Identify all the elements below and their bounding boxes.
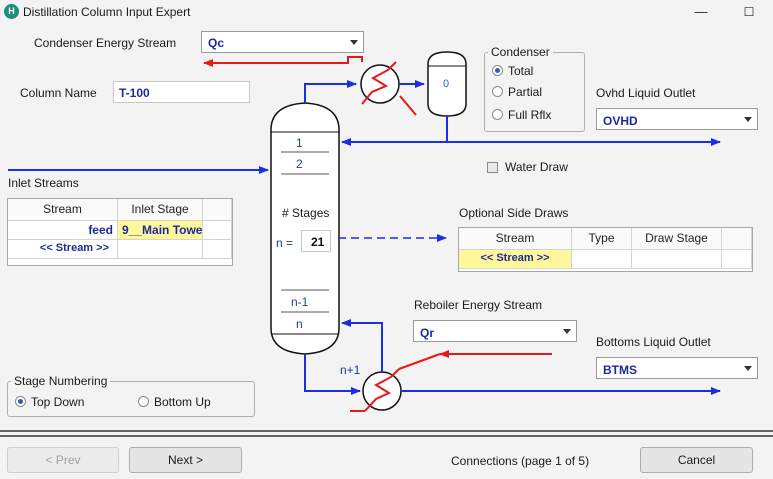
- vapor-overhead-arrow: [304, 80, 357, 103]
- app-logo-icon: H: [4, 4, 19, 19]
- num-stages-label: # Stages: [282, 206, 330, 220]
- stage-numbering-option-label: Bottom Up: [154, 395, 211, 409]
- bottoms-outlet-dropdown[interactable]: BTMS: [596, 357, 758, 379]
- cancel-button[interactable]: Cancel: [640, 447, 753, 473]
- condenser-type-title: Condenser: [488, 45, 553, 59]
- radio-icon: [492, 109, 503, 120]
- minimize-button[interactable]: —: [694, 4, 708, 19]
- reboiler-energy-dropdown[interactable]: Qr: [413, 320, 577, 342]
- radio-selected-icon: [15, 396, 26, 407]
- stage-n-minus-1-label: n-1: [291, 295, 309, 309]
- inlet-stream-cell[interactable]: feed: [8, 221, 118, 240]
- column-name-label: Column Name: [20, 86, 97, 100]
- chevron-down-icon: [744, 117, 752, 122]
- column-header: Inlet Stage: [118, 199, 203, 221]
- maximize-button[interactable]: ☐: [743, 5, 755, 19]
- condenser-energy-dropdown[interactable]: Qc: [201, 31, 364, 53]
- prev-button[interactable]: < Prev: [7, 447, 119, 473]
- stage-numbering-title: Stage Numbering: [11, 374, 111, 388]
- condenser-option-label: Full Rflx: [508, 108, 552, 122]
- water-draw-label: Water Draw: [505, 160, 568, 174]
- column-vessel: [270, 102, 340, 355]
- n-equals-label: n =: [276, 236, 294, 250]
- column-name-input[interactable]: T-100: [113, 81, 250, 103]
- inlet-stream-cell[interactable]: << Stream >>: [8, 240, 118, 259]
- bottoms-outlet-value: BTMS: [603, 363, 637, 377]
- drum-value: 0: [443, 78, 450, 90]
- stage-numbering-group: [7, 381, 255, 417]
- condenser-coil: [361, 61, 397, 105]
- window-title: Distillation Column Input Expert: [23, 5, 191, 19]
- inlet-stage-cell[interactable]: 9__Main Towe: [118, 221, 203, 240]
- condenser-coil: [399, 95, 417, 116]
- condenser-option-label: Partial: [508, 85, 543, 99]
- num-stages-value: 21: [311, 235, 325, 249]
- side-draw-stage-cell[interactable]: [632, 250, 722, 269]
- stage-n-label: n: [296, 317, 303, 331]
- page-status: Connections (page 1 of 5): [451, 454, 590, 468]
- next-button[interactable]: Next >: [129, 447, 242, 473]
- chevron-down-icon: [563, 329, 571, 334]
- condenser-energy-arrow: [203, 56, 363, 67]
- column-name-value: T-100: [119, 86, 150, 100]
- radio-icon: [492, 86, 503, 97]
- bottoms-outlet-label: Bottoms Liquid Outlet: [596, 335, 711, 349]
- bottoms-to-reboiler-arrow: [304, 354, 361, 395]
- ovhd-outlet-dropdown[interactable]: OVHD: [596, 108, 758, 130]
- boilup-return-arrow: [341, 319, 383, 372]
- column-header: Stream: [459, 228, 572, 250]
- chevron-down-icon: [350, 40, 358, 45]
- inlet-streams-table[interactable]: Stream Inlet Stage feed 9__Main Towe << …: [7, 198, 233, 266]
- column-header: Stream: [8, 199, 118, 221]
- side-draw-stream-cell[interactable]: << Stream >>: [459, 250, 572, 269]
- side-draws-label: Optional Side Draws: [459, 206, 569, 220]
- reboiler-energy-value: Qr: [420, 326, 435, 340]
- reboiler-energy-label: Reboiler Energy Stream: [414, 298, 543, 312]
- stage-1-label: 1: [296, 136, 303, 150]
- checkbox-icon: [487, 162, 498, 173]
- ovhd-outlet-label: Ovhd Liquid Outlet: [596, 86, 696, 100]
- condenser-energy-label: Condenser Energy Stream: [34, 36, 177, 50]
- reboiler-exchanger: [362, 371, 402, 411]
- reflux-drum: [427, 51, 467, 117]
- inlet-streams-label: Inlet Streams: [8, 176, 79, 190]
- side-draw-type-cell[interactable]: [572, 250, 632, 269]
- reboiler-coil: [364, 368, 400, 412]
- inlet-stage-cell[interactable]: [118, 240, 203, 259]
- stage-numbering-option-label: Top Down: [31, 395, 85, 409]
- column-header: Draw Stage: [632, 228, 722, 250]
- reboiler-energy-line: [398, 353, 441, 370]
- side-draws-table[interactable]: Stream Type Draw Stage << Stream >>: [458, 227, 753, 272]
- num-stages-input[interactable]: 21: [301, 230, 331, 252]
- condenser-energy-value: Qc: [208, 36, 225, 50]
- radio-selected-icon: [492, 65, 503, 76]
- column-header: Type: [572, 228, 632, 250]
- chevron-down-icon: [744, 366, 752, 371]
- title-bar: H Distillation Column Input Expert — ☐: [0, 0, 773, 24]
- stage-n-plus-1-label: n+1: [340, 363, 361, 377]
- radio-icon: [138, 396, 149, 407]
- stage-2-label: 2: [296, 157, 303, 171]
- ovhd-outlet-value: OVHD: [603, 114, 638, 128]
- condenser-option-label: Total: [508, 64, 534, 78]
